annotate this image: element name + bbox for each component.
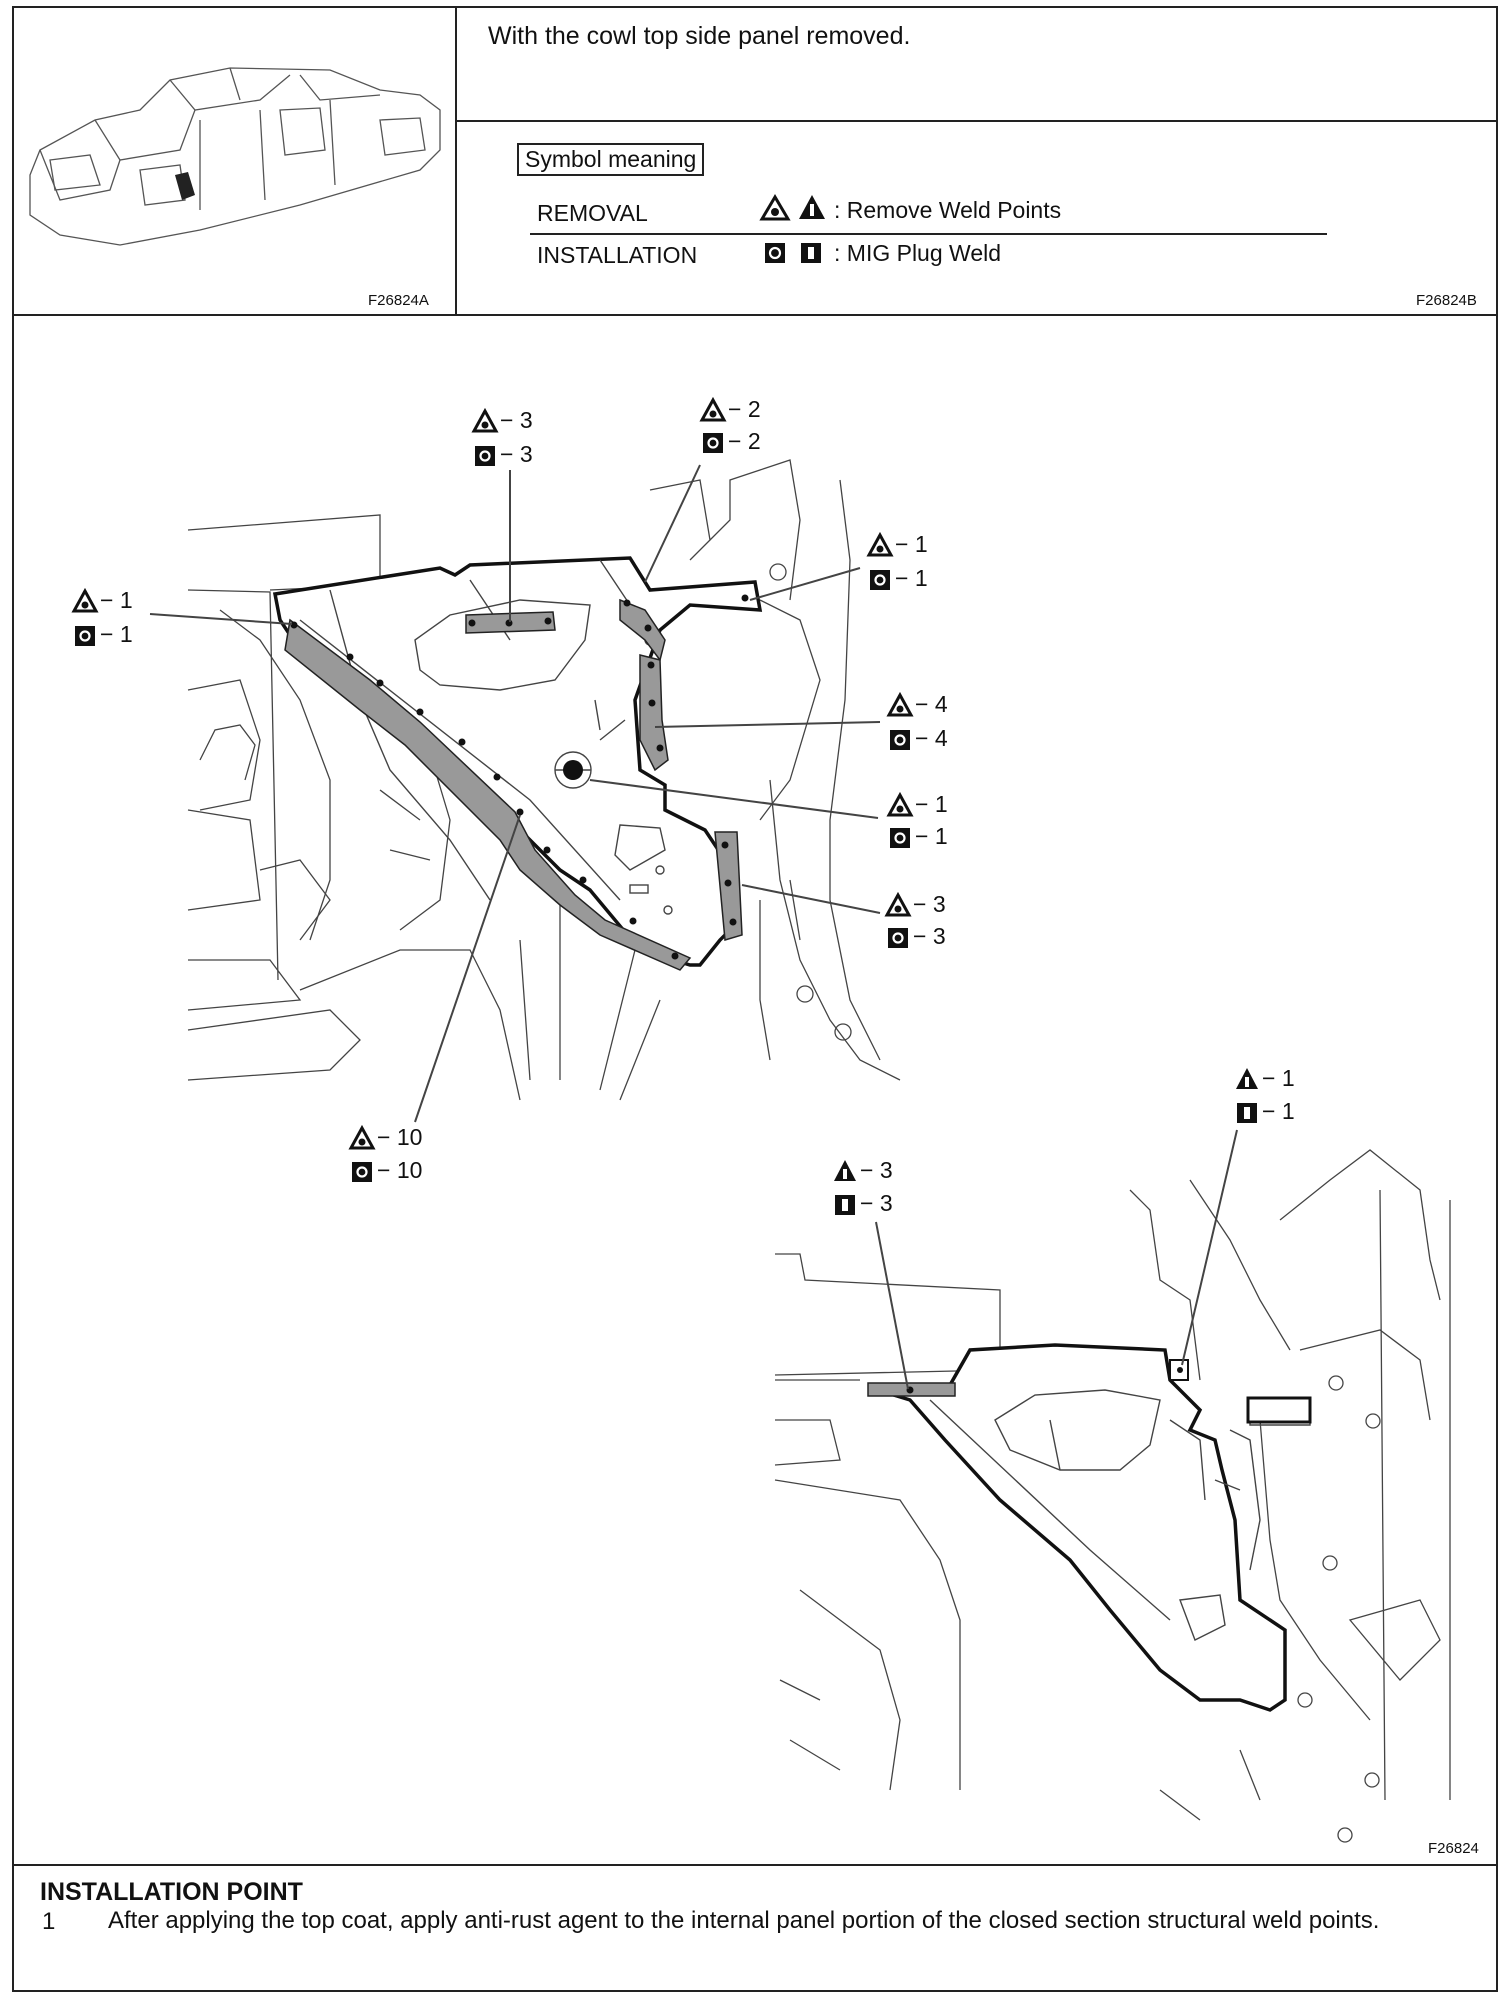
legend-removal-meaning: : Remove Weld Points: [834, 197, 1062, 223]
callout-lower-b-install: − 1: [1262, 1098, 1295, 1124]
callout-right-a-removal: − 1: [895, 531, 928, 557]
callout-lower-a-removal: − 3: [860, 1157, 893, 1183]
installation-point-title: INSTALLATION POINT: [40, 1878, 303, 1906]
callout-top-b-install: − 2: [728, 428, 761, 454]
header-divider: [455, 6, 457, 316]
figure-id-diagram: F26824: [1428, 1840, 1479, 1857]
callout-left-a-removal: − 1: [100, 587, 133, 613]
callout-top-b-removal: − 2: [728, 396, 761, 422]
callout-lower-b-removal: − 1: [1262, 1065, 1295, 1091]
callout-right-c-removal: − 1: [915, 791, 948, 817]
legend-installation-meaning: : MIG Plug Weld: [834, 240, 1002, 266]
page-frame: [12, 6, 1498, 1992]
callout-right-b-removal: − 4: [915, 691, 948, 717]
header-bottom-line: [12, 314, 1498, 316]
installation-point-text: After applying the top coat, apply anti-…: [108, 1907, 1380, 1934]
callout-right-d-removal: − 3: [913, 891, 946, 917]
figure-id-left: F26824A: [368, 292, 429, 309]
callout-bottom-install: − 10: [377, 1157, 423, 1183]
header-mid-line: [455, 120, 1498, 122]
callout-top-a-install: − 3: [500, 441, 533, 467]
callout-right-c-install: − 1: [915, 823, 948, 849]
callout-left-a-install: − 1: [100, 621, 133, 647]
notes-top-line: [12, 1864, 1498, 1866]
condition-caption: With the cowl top side panel removed.: [488, 22, 911, 50]
callout-right-a-install: − 1: [895, 565, 928, 591]
legend-separator: [530, 233, 1327, 235]
callout-lower-a-install: − 3: [860, 1190, 893, 1216]
callout-right-d-install: − 3: [913, 923, 946, 949]
figure-id-right: F26824B: [1416, 292, 1477, 309]
legend-installation-label: INSTALLATION: [537, 242, 698, 268]
callout-right-b-install: − 4: [915, 725, 948, 751]
legend-removal-label: REMOVAL: [537, 200, 648, 226]
callout-top-a-removal: − 3: [500, 407, 533, 433]
legend-title: Symbol meaning: [517, 143, 705, 176]
installation-point-number: 1: [42, 1908, 56, 1935]
callout-bottom-removal: − 10: [377, 1124, 423, 1150]
